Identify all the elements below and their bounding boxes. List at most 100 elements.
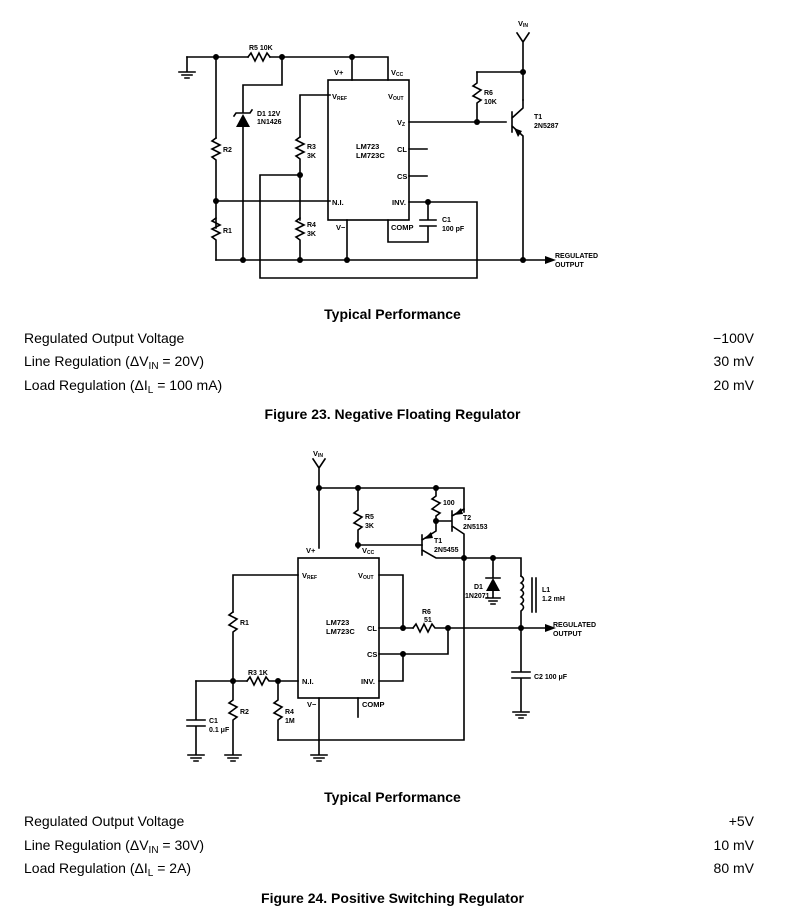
- vin-terminal: [515, 31, 531, 73]
- output-label-2: OUTPUT: [555, 262, 585, 269]
- perf-value: 20 mV: [713, 377, 754, 393]
- perf-row: Regulated Output Voltage +5V: [24, 813, 754, 829]
- pin-cl: CL: [367, 624, 377, 633]
- resistor-r6: [411, 622, 546, 634]
- resistor-r4: [294, 216, 306, 261]
- r6-label: R6: [484, 90, 493, 97]
- perf-label: Regulated Output Voltage: [24, 330, 185, 346]
- resistor-r1: [227, 610, 239, 682]
- pin-inv: INV.: [392, 198, 406, 207]
- transistor-t2: [435, 507, 466, 559]
- transistor-t1: [510, 99, 524, 261]
- resistor-r4: [272, 680, 284, 741]
- ic-name: LM723: [356, 142, 379, 151]
- perf-value: 10 mV: [713, 837, 754, 853]
- pin-vcc: VCC: [391, 68, 404, 78]
- pin-vref: VREF: [332, 92, 347, 102]
- perf-title-24: Typical Performance: [324, 789, 461, 805]
- r2-label: R2: [223, 147, 232, 154]
- r4-label: R4: [307, 222, 316, 229]
- l1-value: 1.2 mH: [542, 596, 565, 603]
- pin-inv: INV.: [361, 677, 375, 686]
- d1-part: 1N1426: [257, 119, 282, 126]
- ic-name-alt: LM723C: [356, 151, 385, 160]
- pin-cs: CS: [397, 172, 407, 181]
- pin-vplus: V+: [334, 68, 344, 77]
- figure-23-schematic: R5 10K R2 R1 D1 12V 1N1426 R3 3K R4 3K V…: [178, 19, 598, 279]
- c1-value: 100 pF: [442, 226, 465, 233]
- perf-label: Line Regulation (ΔVIN = 20V): [24, 353, 205, 372]
- output-label-2: OUTPUT: [553, 631, 583, 638]
- ground-symbol: [178, 56, 196, 79]
- r4-value: 1M: [285, 718, 295, 725]
- resistor-r1: [210, 216, 222, 261]
- resistor-r2: [210, 136, 222, 229]
- t1-label: T1: [534, 114, 542, 121]
- pin-comp: COMP: [362, 700, 385, 709]
- pin-vcc: VCC: [362, 546, 375, 556]
- r3-value: 3K: [307, 153, 316, 160]
- ic-name: LM723: [326, 618, 349, 627]
- pin-cs: CS: [367, 650, 377, 659]
- perf-value: 80 mV: [713, 860, 754, 876]
- lm723-ic: [327, 79, 410, 221]
- perf-label: Line Regulation (ΔVIN = 30V): [24, 837, 205, 856]
- perf-label: Load Regulation (ΔIL = 2A): [24, 860, 192, 879]
- output-label: REGULATED: [553, 622, 596, 629]
- figure-23-caption: Figure 23. Negative Floating Regulator: [264, 406, 521, 422]
- r4-value: 3K: [307, 231, 316, 238]
- inductor-l1: [519, 574, 525, 629]
- l1-label: L1: [542, 587, 550, 594]
- r2-label: R2: [240, 709, 249, 716]
- r6-value: 51: [424, 617, 432, 624]
- c1-label: C1: [442, 217, 451, 224]
- pin-vminus: V−: [307, 700, 317, 709]
- vin-label: VIN: [313, 449, 323, 459]
- ic-name-alt: LM723C: [326, 627, 355, 636]
- perf-row: Load Regulation (ΔIL = 2A) 80 mV: [24, 860, 754, 879]
- diode-d1: [485, 557, 501, 605]
- resistor-r2: [224, 680, 242, 762]
- r5-value: 3K: [365, 523, 374, 530]
- pin-ni: N.I.: [302, 677, 314, 686]
- resistor-r5: [352, 487, 364, 549]
- vin-label: VIN: [518, 19, 528, 29]
- d1-label: D1 12V: [257, 111, 281, 118]
- r1-label: R1: [240, 620, 249, 627]
- r5-label: R5 10K: [249, 45, 273, 52]
- pin-vz: VZ: [397, 118, 405, 128]
- r1-label: R1: [223, 228, 232, 235]
- pin-vminus: V−: [336, 223, 346, 232]
- t1-label: T1: [434, 538, 442, 545]
- perf-value: 30 mV: [713, 353, 754, 369]
- perf-row: Line Regulation (ΔVIN = 30V) 10 mV: [24, 837, 754, 856]
- pin-vref: VREF: [302, 571, 317, 581]
- r100-label: 100: [443, 500, 455, 507]
- resistor-r5: [246, 51, 272, 63]
- perf-title-23: Typical Performance: [324, 306, 461, 322]
- r3-label: R3: [307, 144, 316, 151]
- pin-vout: VOUT: [388, 92, 404, 102]
- r6-value: 10K: [484, 99, 497, 106]
- t1-part: 2N5455: [434, 547, 459, 554]
- output-label: REGULATED: [555, 253, 598, 260]
- perf-label: Load Regulation (ΔIL = 100 mA): [24, 377, 223, 396]
- perf-row: Regulated Output Voltage −100V: [24, 330, 754, 346]
- perf-value: −100V: [713, 330, 754, 346]
- resistor-r6: [471, 71, 483, 123]
- vin-terminal: [311, 457, 327, 549]
- r5-label: R5: [365, 514, 374, 521]
- perf-value: +5V: [728, 813, 754, 829]
- resistor-r3: [294, 135, 306, 221]
- perf-row: Line Regulation (ΔVIN = 20V) 30 mV: [24, 353, 754, 372]
- r4-label: R4: [285, 709, 294, 716]
- c1-value: 0.1 μF: [209, 727, 230, 734]
- d1-part: 1N2071: [465, 593, 490, 600]
- t2-part: 2N5153: [463, 524, 488, 531]
- perf-row: Load Regulation (ΔIL = 100 mA) 20 mV: [24, 377, 754, 396]
- figure-24-caption: Figure 24. Positive Switching Regulator: [261, 890, 524, 906]
- pin-cl: CL: [397, 145, 407, 154]
- d1-label: D1: [474, 584, 483, 591]
- pin-ni: N.I.: [332, 198, 344, 207]
- c2-label: C2 100 μF: [534, 674, 568, 681]
